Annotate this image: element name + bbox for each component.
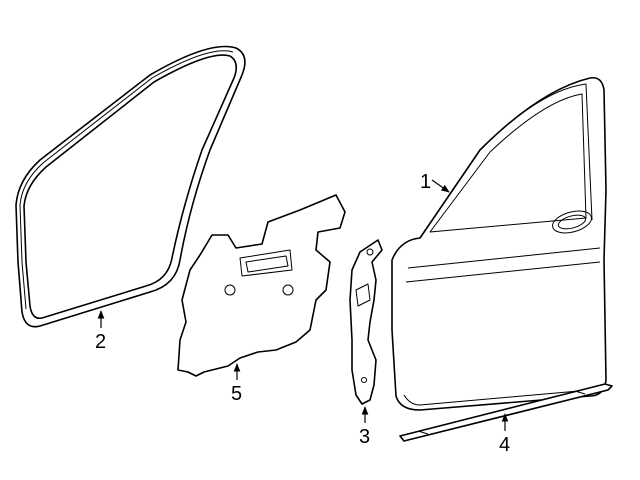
- callout-1-leader: [431, 179, 450, 193]
- callout-1-label: 1: [420, 171, 431, 193]
- belt-molding-part: [399, 383, 613, 442]
- callout-2-label: 2: [95, 331, 106, 353]
- callout-4-label: 4: [499, 434, 510, 456]
- callout-5-label: 5: [231, 383, 242, 405]
- callout-3-label: 3: [359, 426, 370, 448]
- door-insulator-part: [177, 194, 346, 377]
- door-bracket-part: [349, 239, 383, 405]
- door-weatherstrip-part: [15, 45, 246, 328]
- front-door-part: [391, 76, 607, 411]
